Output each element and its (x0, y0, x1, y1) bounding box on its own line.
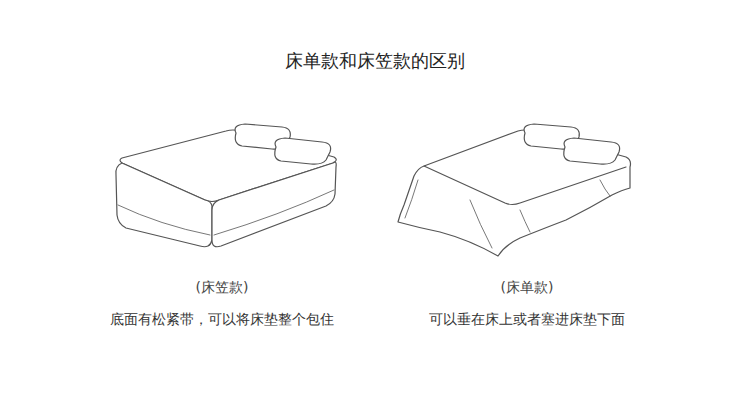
variant-name: (床单款) (501, 279, 554, 296)
fitted-sheet-bed (116, 124, 336, 247)
flat-sheet-bed (398, 124, 631, 256)
variant-description: 可以垂在床上或者塞进床垫下面 (429, 311, 625, 328)
diagram-title: 床单款和床笠款的区别 (285, 50, 465, 72)
variant-description: 底面有松紧带，可以将床垫整个包住 (110, 311, 334, 328)
variant-name: (床笠款) (196, 279, 249, 296)
